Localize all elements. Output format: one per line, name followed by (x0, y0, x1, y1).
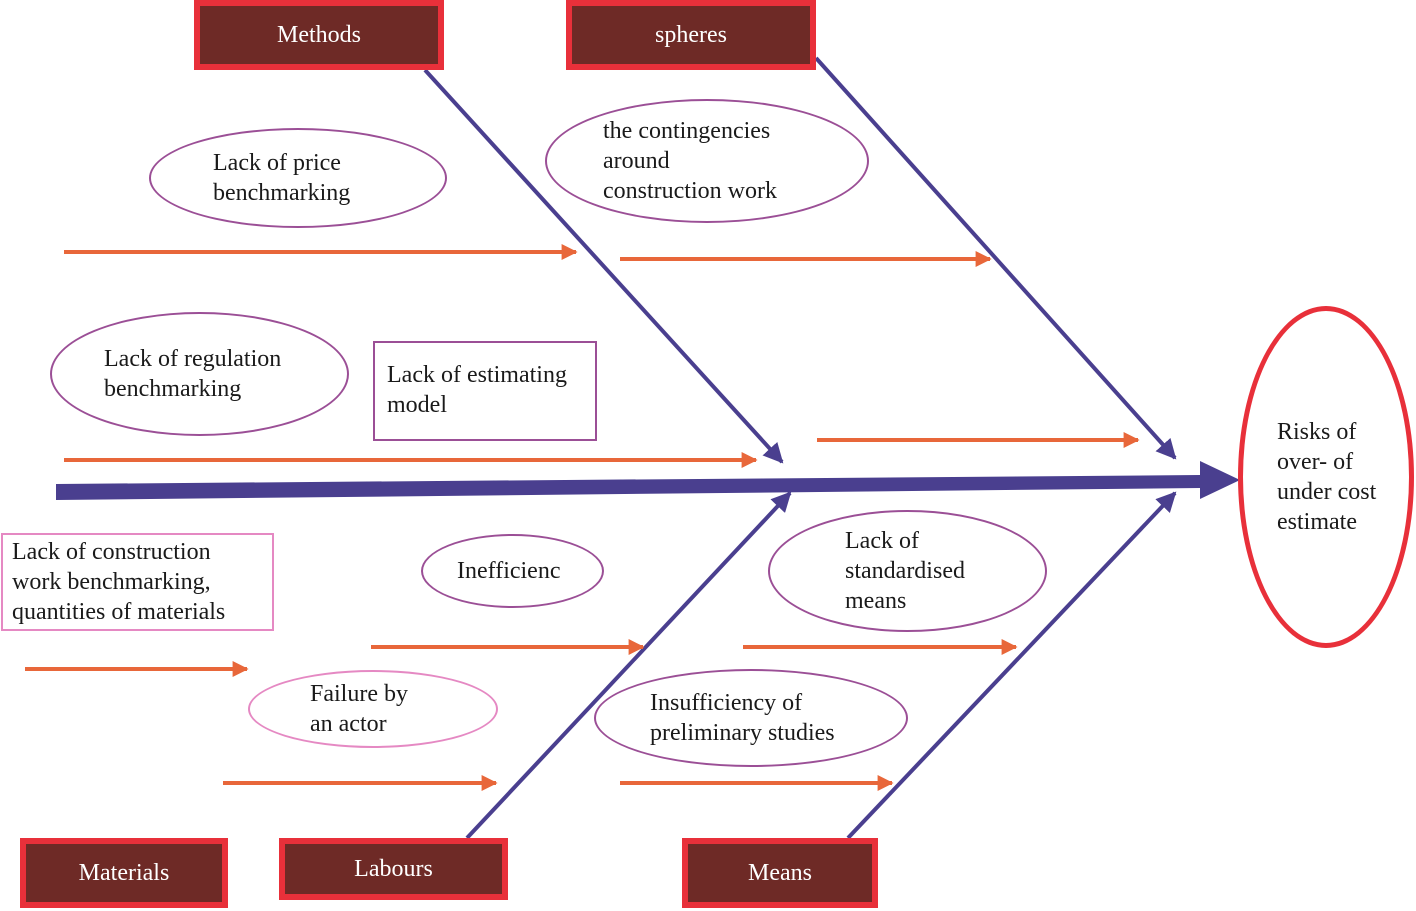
cause-estimating-model: Lack of estimating model (373, 341, 597, 441)
category-spheres-label: spheres (655, 21, 727, 48)
labours-bone (465, 491, 792, 840)
category-materials-label: Materials (78, 859, 170, 886)
category-labours-label: Labours (354, 855, 433, 882)
spheres-bone (814, 56, 1177, 460)
cause-failure-by-actor: Failure by an actor (248, 670, 498, 748)
cause-contingencies: the contingencies around construction wo… (545, 99, 869, 223)
category-spheres: spheres (566, 0, 816, 70)
category-labours: Labours (279, 838, 508, 900)
category-means: Means (682, 838, 878, 908)
methods-bone (423, 68, 784, 464)
category-means-label: Means (748, 859, 812, 886)
means-bone (846, 491, 1177, 840)
cause-standardised-means: Lack of standardised means (768, 510, 1047, 632)
spine-arrow (56, 461, 1240, 500)
cause-price-benchmarking: Lack of price benchmarking (149, 128, 447, 228)
category-methods: Methods (194, 0, 444, 70)
cause-preliminary-studies: Insufficiency of preliminary studies (594, 669, 908, 767)
cause-regulation-benchmarking: Lack of regulation benchmarking (50, 312, 349, 436)
effect-risk-estimate: Risks of over- of under cost estimate (1238, 306, 1414, 648)
category-materials: Materials (20, 838, 228, 908)
cause-inefficiency: Inefficienc (421, 534, 604, 608)
cause-construction-work-benchmarking: Lack of construction work benchmarking, … (1, 533, 274, 631)
category-methods-label: Methods (277, 21, 361, 48)
